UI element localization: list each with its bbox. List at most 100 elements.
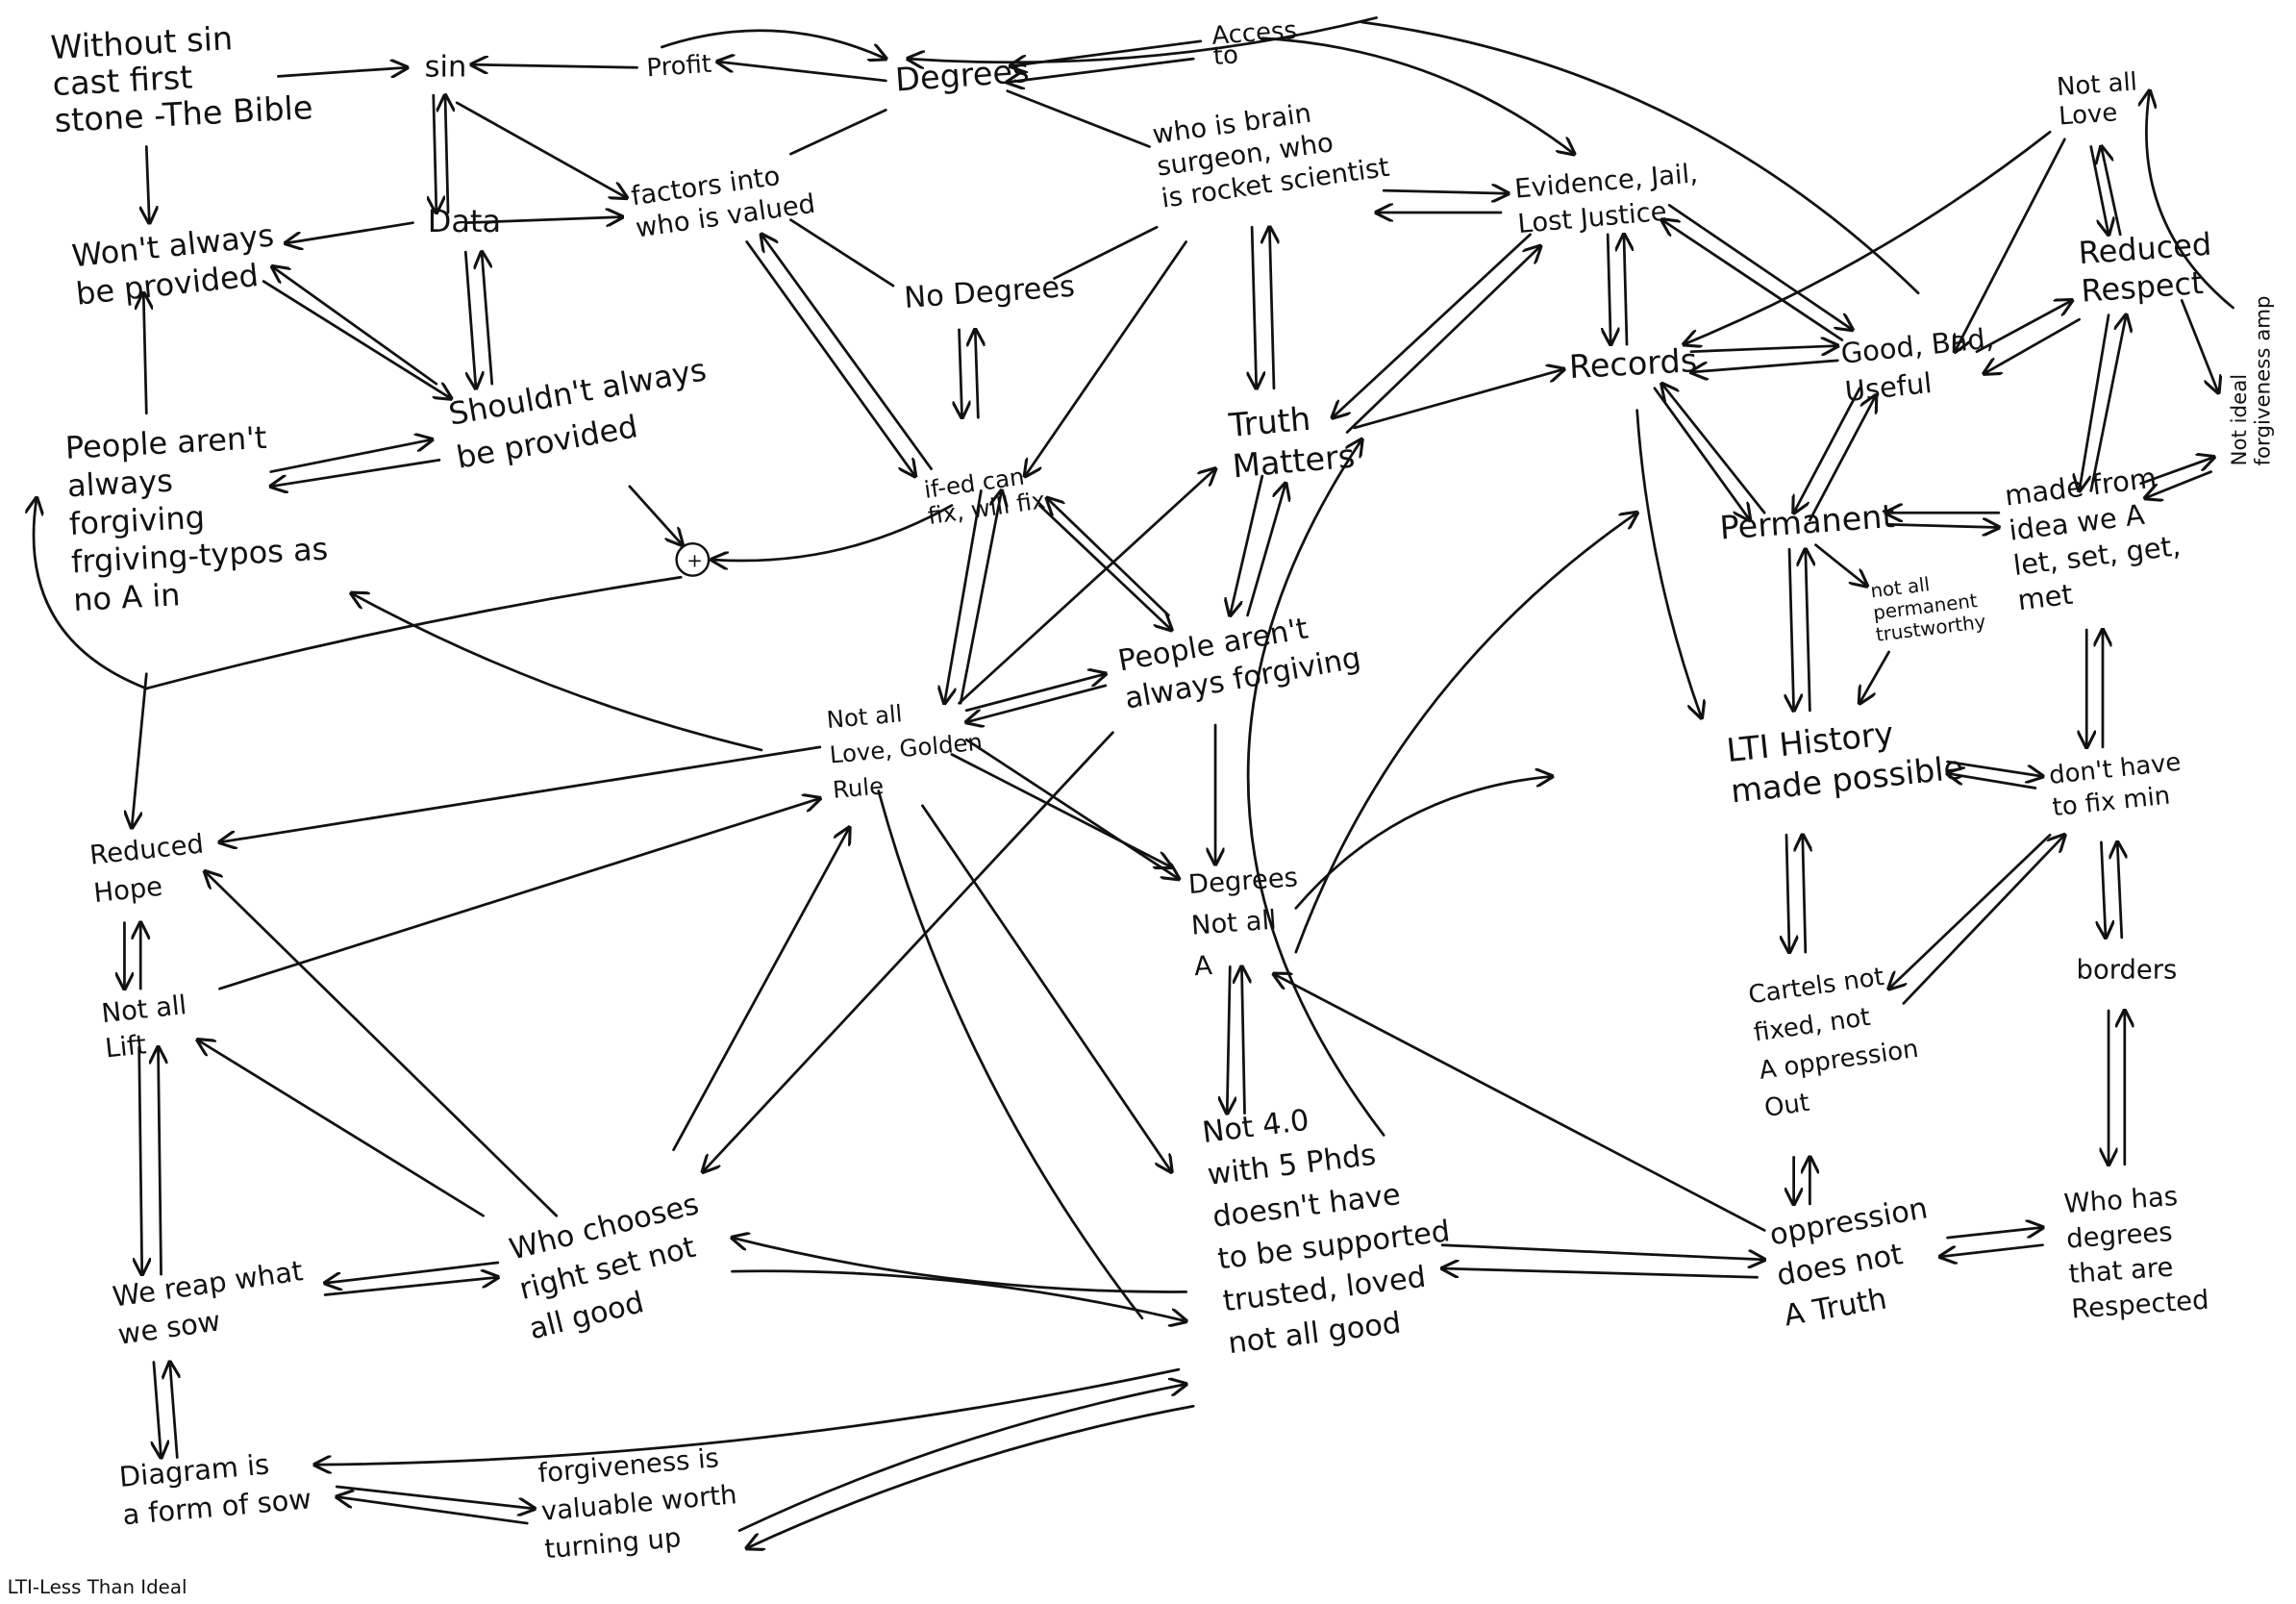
arrow-connector xyxy=(269,439,433,473)
arrow-connector xyxy=(1814,543,1866,587)
node-label-line: Hope xyxy=(92,872,163,909)
node-label-line: Rule xyxy=(832,771,885,804)
arrow-connector xyxy=(323,1277,498,1296)
arrow-connector xyxy=(1948,773,2037,789)
arrow-connector xyxy=(1859,650,1890,703)
node-label-line: Not all xyxy=(1190,906,1278,941)
node-label: People aren'talwaysforgivingfrgiving-typ… xyxy=(64,416,331,618)
node-label-line: Love xyxy=(2058,98,2118,131)
node-label-line: to xyxy=(1212,40,1239,71)
arrow-connector xyxy=(975,330,978,419)
node-not-ideal: Not idealforgiveness amp xyxy=(2228,295,2275,465)
node-label-line: forgiving xyxy=(68,499,206,542)
node-label-line: + xyxy=(686,550,703,572)
arrow-connector xyxy=(1294,776,1553,910)
arrow-connector xyxy=(218,798,819,990)
arrow-connector xyxy=(1809,395,1876,522)
arrow-connector xyxy=(1635,409,1702,718)
arrow-connector xyxy=(1662,220,1844,341)
node-not-all-permanent: not allpermanenttrustworthy xyxy=(1869,573,1987,646)
node-lti-history: LTI Historymade possible xyxy=(1725,708,1965,811)
node-label: who is brainsurgeon, whois rocket scient… xyxy=(1151,88,1391,213)
arrow-connector xyxy=(1440,1243,1764,1260)
node-label-line: valuable worth xyxy=(540,1480,738,1527)
node-label: No Degrees xyxy=(903,270,1076,315)
node-label-line: forgiveness is xyxy=(537,1443,720,1489)
node-label-line: Out xyxy=(1762,1089,1811,1123)
node-sin: sin xyxy=(425,50,467,84)
arrow-connector xyxy=(314,1367,1181,1465)
node-label: Not allLove, GoldenRule xyxy=(825,692,986,804)
node-good-bad: Good, Bad,Useful xyxy=(1839,321,1999,408)
arrow-connector xyxy=(944,489,983,703)
node-label-line: Degrees xyxy=(894,52,1031,99)
node-people-arent-center: People aren'talways forgiving xyxy=(1115,612,1363,715)
arrow-connector xyxy=(1333,233,1532,417)
node-label: forgiveness isvaluable worthturning up xyxy=(537,1442,741,1566)
arrow-connector xyxy=(2117,842,2122,940)
arrow-connector xyxy=(1252,225,1257,388)
node-label-line: Good, Bad, xyxy=(1839,321,1995,370)
edges-layer xyxy=(34,16,2234,1547)
arrow-connector xyxy=(1887,524,1999,527)
node-wont-always: Won't alwaysbe provided xyxy=(70,216,280,312)
node-made-from: made fromidea we Alet, set, get,met xyxy=(2003,461,2183,617)
arrow-connector xyxy=(1047,498,1170,617)
node-label: Not 4.0with 5 Phdsdoesn't haveto be supp… xyxy=(1201,1089,1462,1362)
arrow-connector xyxy=(471,64,638,67)
node-label: LTI Historymade possible xyxy=(1725,708,1965,811)
node-golden-rule: Not allLove, GoldenRule xyxy=(825,692,986,804)
arrow-connector xyxy=(2145,470,2213,498)
arrow-connector xyxy=(335,1485,535,1509)
node-label: Profit xyxy=(646,50,712,84)
node-not-all-lift: Not allLift xyxy=(100,990,188,1064)
arrow-connector xyxy=(1806,549,1810,713)
node-label-line: no A in xyxy=(72,576,181,618)
arrow-connector xyxy=(132,672,148,828)
node-label: Data xyxy=(428,203,501,239)
arrow-connector xyxy=(158,1047,161,1276)
node-label-line: Without sin xyxy=(50,19,234,66)
arrow-connector xyxy=(1689,346,1837,352)
arrow-connector xyxy=(703,731,1114,1172)
arrow-connector xyxy=(146,145,149,222)
arrow-connector xyxy=(455,101,627,198)
arrow-connector xyxy=(960,328,962,417)
arrow-connector xyxy=(2180,299,2218,392)
arrow-connector xyxy=(463,250,476,388)
node-label: Permanent xyxy=(1718,497,1895,547)
node-label-line: No Degrees xyxy=(903,270,1076,315)
node-no-degrees: No Degrees xyxy=(903,270,1076,315)
arrow-connector xyxy=(272,266,438,386)
arrow-connector xyxy=(198,1040,485,1217)
node-shouldnt-always: Shouldn't alwaysbe provided xyxy=(446,351,710,475)
arrow-connector xyxy=(661,29,886,59)
node-label: factors intowho is valued xyxy=(630,157,817,243)
arrow-connector xyxy=(1025,240,1187,476)
arrow-connector xyxy=(1345,246,1540,434)
arrow-connector xyxy=(1230,474,1264,615)
arrow-connector xyxy=(672,828,850,1152)
arrow-connector xyxy=(2101,146,2122,237)
node-reduced-hope: ReducedHope xyxy=(88,829,205,909)
node-label-line: degrees xyxy=(2065,1217,2173,1255)
line-connector xyxy=(789,109,887,156)
node-oppression: oppressiondoes notA Truth xyxy=(1767,1191,1930,1333)
node-label-line: Evidence, Jail, xyxy=(1513,159,1699,205)
plus-node-circle xyxy=(675,541,711,577)
node-access-to: Accessto xyxy=(1210,16,1297,71)
arrow-connector xyxy=(737,1384,1186,1533)
arrow-connector xyxy=(1382,190,1508,193)
node-label: Won't alwaysbe provided xyxy=(70,216,280,312)
node-label-line: Diagram is xyxy=(118,1447,271,1493)
node-label-line: Records xyxy=(1568,341,1698,386)
arrow-connector xyxy=(628,485,683,545)
node-label: don't haveto fix min xyxy=(2048,748,2186,823)
arrow-connector xyxy=(271,459,441,486)
node-permanent: Permanent xyxy=(1718,497,1895,547)
node-who-chooses: Who choosesright set notall good xyxy=(507,1188,703,1346)
node-label: Good, Bad,Useful xyxy=(1839,321,1999,408)
line-connector xyxy=(1360,20,1920,295)
node-label-line: met xyxy=(2016,578,2075,617)
arrow-connector xyxy=(352,593,763,752)
